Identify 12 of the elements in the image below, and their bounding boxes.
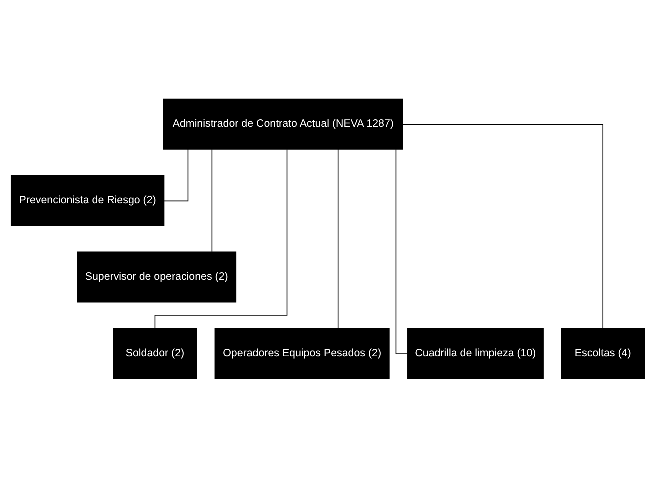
connector <box>212 148 213 252</box>
node-box: Escoltas (4) <box>561 328 646 379</box>
node-box: Soldador (2) <box>113 328 198 379</box>
connector <box>164 148 189 202</box>
node-box: Prevencionista de Riesgo (2) <box>10 174 165 226</box>
node-box: Cuadrilla de limpieza (10) <box>408 328 544 379</box>
node-box: Operadores Equipos Pesados (2) <box>214 328 390 379</box>
connector <box>338 148 339 328</box>
connector <box>402 124 604 328</box>
node-box: Administrador de Contrato Actual (NEVA 1287) <box>163 98 404 150</box>
connector <box>154 148 288 328</box>
node-box: Supervisor de operaciones (2) <box>77 251 237 302</box>
